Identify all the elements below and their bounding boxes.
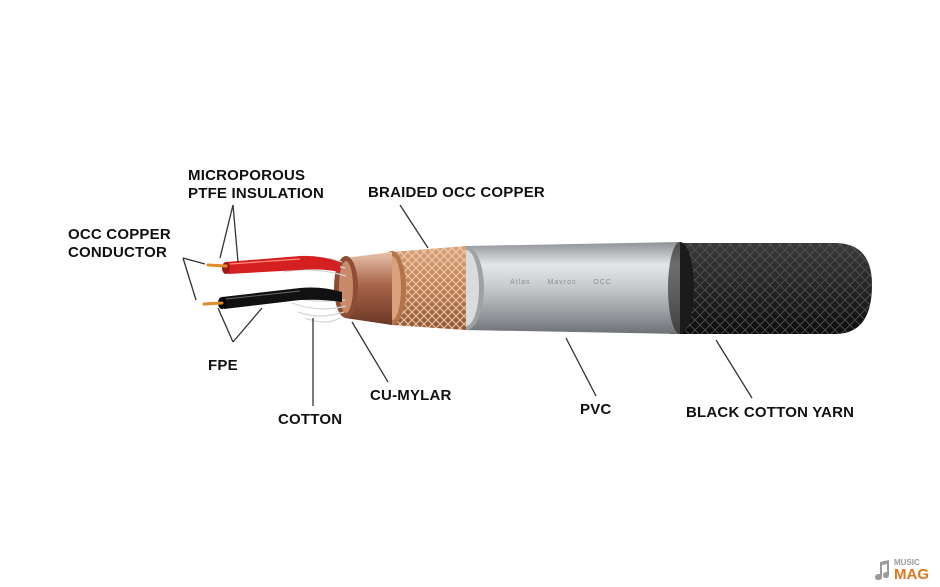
black-yarn-jacket (666, 242, 872, 334)
label-line: MICROPOROUS (188, 167, 306, 184)
label-cu-mylar: CU-MYLAR (370, 387, 452, 404)
label-braided-occ-copper: BRAIDED OCC COPPER (368, 184, 545, 201)
jacket-print-item: OCC (593, 279, 612, 286)
leader-lines (182, 204, 753, 406)
label-line: CONDUCTOR (68, 244, 168, 261)
black-conductor (202, 287, 342, 309)
red-conductor (206, 255, 340, 274)
label-line: PTFE INSULATION (188, 185, 325, 202)
watermark-logo: MUSIC MAG (872, 558, 936, 584)
cu-mylar-layer (334, 252, 392, 325)
pvc-jacket (448, 242, 692, 334)
label-occ-copper-conductor: OCC COPPER CONDUCTOR (68, 226, 171, 262)
jacket-print: Atlas Mavros OCC (510, 279, 626, 286)
label-fpe: FPE (208, 357, 238, 374)
label-line: OCC COPPER (68, 226, 171, 243)
jacket-print-item: Atlas (510, 279, 531, 286)
label-cotton: COTTON (278, 411, 343, 428)
watermark-text: MAG (894, 566, 929, 583)
music-note-icon (875, 560, 889, 580)
label-pvc: PVC (580, 401, 612, 418)
label-microporous-ptfe: MICROPOROUS PTFE INSULATION (188, 167, 324, 203)
watermark-text: MUSIC (894, 558, 920, 567)
label-black-cotton-yarn: BLACK COTTON YARN (686, 404, 855, 421)
jacket-print-item: Mavros (547, 279, 577, 286)
